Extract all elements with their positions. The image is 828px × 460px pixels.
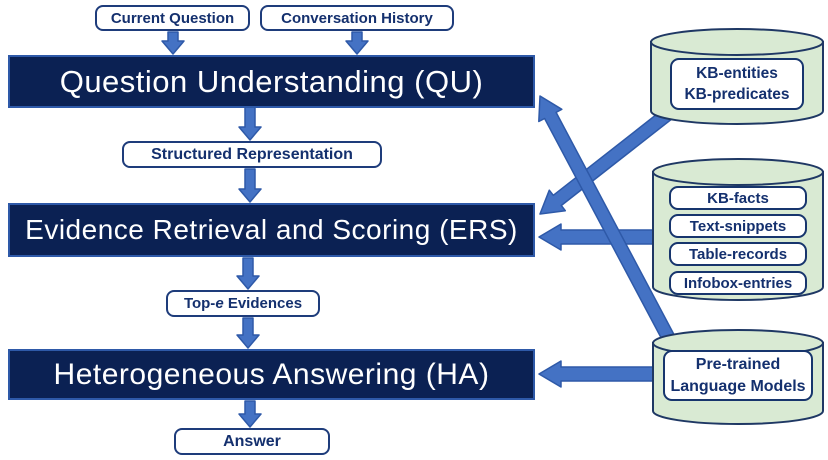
kb-store-label-box: KB-entities KB-predicates	[670, 58, 804, 110]
text-snippets-box: Text-snippets	[669, 214, 807, 238]
arrow-qu-to-structured-representation	[238, 106, 262, 141]
top-e-variable: e	[215, 295, 224, 312]
kb-predicates-label: KB-predicates	[684, 86, 790, 103]
kb-entities-label: KB-entities	[696, 65, 778, 82]
kb-store-cylinder: KB-entities KB-predicates	[650, 28, 824, 125]
kb-facts-label: KB-facts	[707, 189, 769, 207]
language-models-label: Language Models	[670, 377, 806, 395]
evidence-retrieval-scoring-stage: Evidence Retrieval and Scoring (ERS)	[8, 203, 535, 257]
arrow-plm-store-to-ha	[538, 360, 669, 388]
table-records-label: Table-records	[688, 245, 788, 263]
answer-box: Answer	[174, 428, 330, 455]
qu-label: Question Understanding (QU)	[59, 63, 484, 99]
infobox-entries-label: Infobox-entries	[683, 274, 793, 292]
kb-facts-box: KB-facts	[669, 186, 807, 210]
current-question-label: Current Question	[110, 9, 235, 27]
evidence-store-cylinder: KB-facts Text-snippets Table-records Inf…	[652, 158, 824, 301]
arrow-plm-store-to-qu	[538, 95, 675, 341]
ha-label: Heterogeneous Answering (HA)	[53, 357, 490, 391]
text-snippets-label: Text-snippets	[689, 217, 787, 235]
arrow-conversation-history-to-qu	[345, 31, 369, 55]
heterogeneous-answering-stage: Heterogeneous Answering (HA)	[8, 349, 535, 400]
answer-label: Answer	[223, 432, 281, 450]
arrow-kb-store-to-ers	[539, 103, 679, 215]
current-question-box: Current Question	[95, 5, 250, 31]
conversation-history-label: Conversation History	[281, 9, 433, 27]
table-records-box: Table-records	[669, 242, 807, 266]
pretrained-label: Pre-trained	[695, 355, 781, 373]
plm-store-label-box: Pre-trained Language Models	[663, 350, 813, 401]
structured-representation-label: Structured Representation	[151, 145, 353, 163]
arrow-ha-to-answer	[238, 400, 262, 428]
arrow-current-question-to-qu	[161, 31, 185, 55]
plm-store-cylinder: Pre-trained Language Models	[652, 329, 824, 425]
arrow-ers-to-top-e-evidences	[236, 257, 260, 290]
top-e-evidences-box: Top-e Evidences	[166, 290, 320, 317]
arrow-top-e-evidences-to-ha	[236, 317, 260, 349]
structured-representation-box: Structured Representation	[122, 141, 382, 168]
conversation-history-box: Conversation History	[260, 5, 454, 31]
infobox-entries-box: Infobox-entries	[669, 271, 807, 295]
question-understanding-stage: Question Understanding (QU)	[8, 55, 535, 108]
ers-label: Evidence Retrieval and Scoring (ERS)	[25, 214, 518, 245]
arrow-evidence-store-to-ers	[538, 223, 669, 251]
arrow-structured-representation-to-ers	[238, 168, 262, 203]
top-e-evidences-label: Top-e Evidences	[183, 295, 303, 312]
